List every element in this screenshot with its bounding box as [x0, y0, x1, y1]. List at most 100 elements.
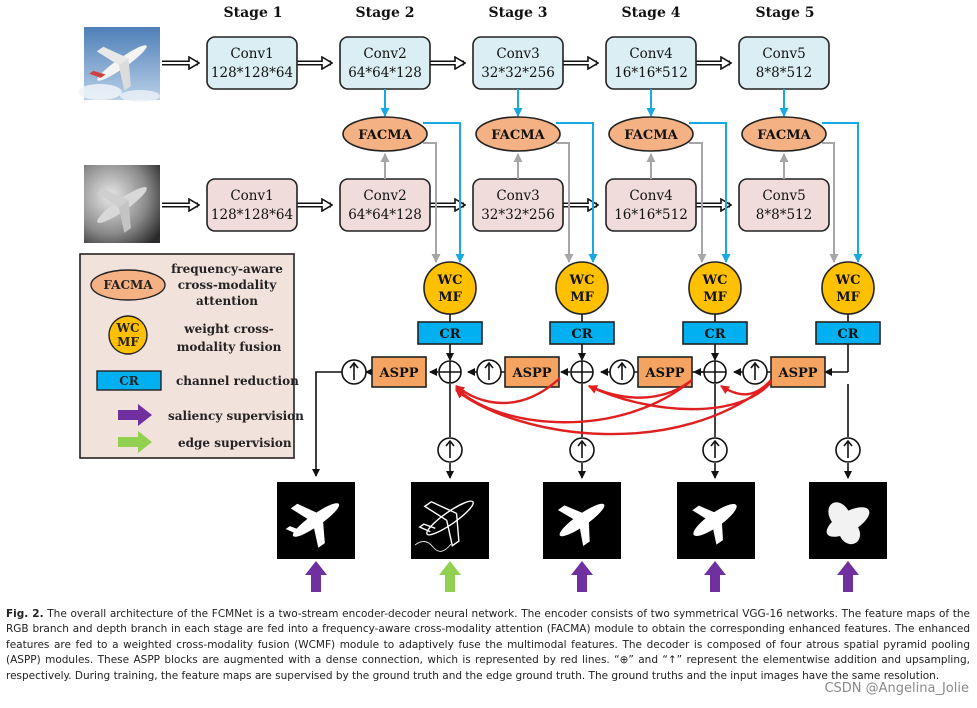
edge-map-output — [411, 482, 489, 559]
saliency-map-output — [677, 482, 755, 559]
aspp-label: ASPP — [511, 366, 551, 381]
wcmf-label-bottom: MF — [438, 290, 462, 305]
watermark: CSDN @Angelina_Jolie — [824, 681, 969, 696]
figure-caption: Fig. 2. The overall architecture of the … — [6, 607, 970, 684]
aspp-module: ASPP — [637, 356, 693, 388]
wcmf-module: WC MF — [423, 261, 477, 315]
add-node — [570, 360, 594, 384]
stage-label: Stage 4 — [622, 5, 681, 21]
legend-edge: edge supervision — [118, 431, 292, 453]
wcmf-to-cr-lines — [449, 314, 849, 322]
saliency-map-output — [809, 482, 887, 559]
rgb-input-image — [78, 27, 160, 102]
legend-facma-text-2: cross-modality — [178, 278, 278, 292]
rgb-conv-name: Conv3 — [496, 46, 539, 62]
facma-module: FACMA — [741, 116, 827, 152]
facma-label: FACMA — [757, 128, 811, 143]
wcmf-label-top: WC — [569, 273, 595, 288]
facma-modules: FACMA FACMA FACMA FACMA — [342, 116, 827, 152]
legend-saliency: saliency supervision — [118, 404, 304, 426]
dense-connections — [455, 377, 772, 436]
legend-saliency-text: saliency supervision — [168, 409, 304, 423]
legend-facma: FACMA frequency-aware cross-modality att… — [90, 262, 283, 308]
add-node — [438, 360, 462, 384]
stage-label: Stage 5 — [756, 5, 815, 21]
depth-conv-block: Conv3 32*32*256 — [472, 178, 564, 232]
upsample-node — [609, 359, 635, 385]
depth-conv-block: Conv4 16*16*512 — [605, 178, 697, 232]
depth-conv-name: Conv3 — [496, 188, 539, 204]
cr-module: CR — [815, 321, 881, 345]
depth-conv-size: 8*8*512 — [756, 207, 812, 223]
facma-to-wcmf-gray — [423, 142, 839, 263]
legend-edge-text: edge supervision — [178, 436, 292, 450]
wcmf-label-bottom: MF — [703, 290, 727, 305]
depth-conv-name: Conv2 — [363, 188, 406, 204]
cr-module: CR — [417, 321, 483, 345]
rgb-conv-size: 32*32*256 — [481, 65, 555, 81]
legend-wcmf-symbol-bottom: MF — [117, 335, 139, 349]
facma-module: FACMA — [342, 116, 428, 152]
aspp-module: ASPP — [770, 356, 826, 388]
caption-label: Fig. 2. — [6, 608, 44, 620]
facma-label: FACMA — [358, 128, 412, 143]
depth-conv-name: Conv1 — [230, 188, 273, 204]
edge-supervision-arrow — [439, 561, 461, 592]
legend-wcmf-symbol-top: WC — [115, 321, 139, 335]
rgb-conv-name: Conv1 — [230, 46, 273, 62]
upsample-node — [437, 437, 463, 463]
depth-conv-name: Conv4 — [629, 188, 672, 204]
upsample-node — [476, 359, 502, 385]
upsample-node — [835, 437, 861, 463]
depth-conv-size: 64*64*128 — [348, 207, 422, 223]
wcmf-label-top: WC — [835, 273, 861, 288]
architecture-diagram: Stage 1 Stage 2 Stage 3 Stage 4 Stage 5 — [78, 5, 887, 592]
stage-label: Stage 1 — [224, 5, 283, 21]
saliency-supervision-arrow — [837, 561, 859, 592]
wcmf-label-bottom: MF — [570, 290, 594, 305]
cr-label: CR — [571, 327, 592, 342]
stage-labels: Stage 1 Stage 2 Stage 3 Stage 4 Stage 5 — [224, 5, 815, 21]
saliency-supervision-arrow — [704, 561, 726, 592]
facma-label: FACMA — [624, 128, 678, 143]
rgb-to-facma-arrows — [380, 89, 789, 117]
rgb-conv-size: 128*128*64 — [211, 65, 293, 81]
facma-module: FACMA — [475, 116, 561, 152]
cr-label: CR — [837, 327, 858, 342]
saliency-supervision-arrow — [305, 561, 327, 592]
wcmf-label-top: WC — [702, 273, 728, 288]
saliency-map-output — [277, 482, 355, 559]
depth-conv-block: Conv2 64*64*128 — [339, 178, 431, 232]
cr-module: CR — [682, 321, 748, 345]
wcmf-module: WC MF — [555, 261, 609, 315]
stage-label: Stage 3 — [489, 5, 548, 21]
depth-conv-name: Conv5 — [762, 188, 805, 204]
depth-conv-size: 32*32*256 — [481, 207, 555, 223]
wcmf-module: WC MF — [821, 261, 875, 315]
upsample-node — [569, 437, 595, 463]
legend-facma-text-3: attention — [196, 294, 258, 308]
depth-conv-block: Conv5 8*8*512 — [738, 178, 830, 232]
legend-wcmf: WC MF weight cross- modality fusion — [108, 315, 282, 355]
cr-label: CR — [704, 327, 725, 342]
depth-input-image — [84, 165, 160, 243]
caption-text: The overall architecture of the FCMNet i… — [6, 608, 970, 682]
aspp-label: ASPP — [777, 366, 817, 381]
legend-facma-symbol: FACMA — [103, 278, 153, 292]
depth-conv-size: 16*16*512 — [614, 207, 688, 223]
aspp-module: ASPP — [504, 356, 560, 388]
aspp-module: ASPP — [371, 356, 427, 388]
depth-encoder: Conv1 128*128*64 Conv2 64*64*128 Conv3 3… — [206, 178, 830, 232]
stage-label: Stage 2 — [356, 5, 415, 21]
aspp-label: ASPP — [378, 366, 418, 381]
rgb-conv-name: Conv4 — [629, 46, 672, 62]
addition-nodes — [438, 360, 727, 384]
facma-to-wcmf-blue — [423, 122, 863, 263]
rgb-conv-size: 16*16*512 — [614, 65, 688, 81]
legend-wcmf-text-1: weight cross- — [183, 322, 274, 336]
legend-cr-symbol: CR — [119, 374, 140, 388]
rgb-encoder: Conv1 128*128*64 Conv2 64*64*128 Conv3 3… — [206, 36, 830, 90]
upsample-node — [702, 437, 728, 463]
upsample-node — [742, 359, 768, 385]
cr-modules: CR CR CR CR — [417, 321, 881, 345]
